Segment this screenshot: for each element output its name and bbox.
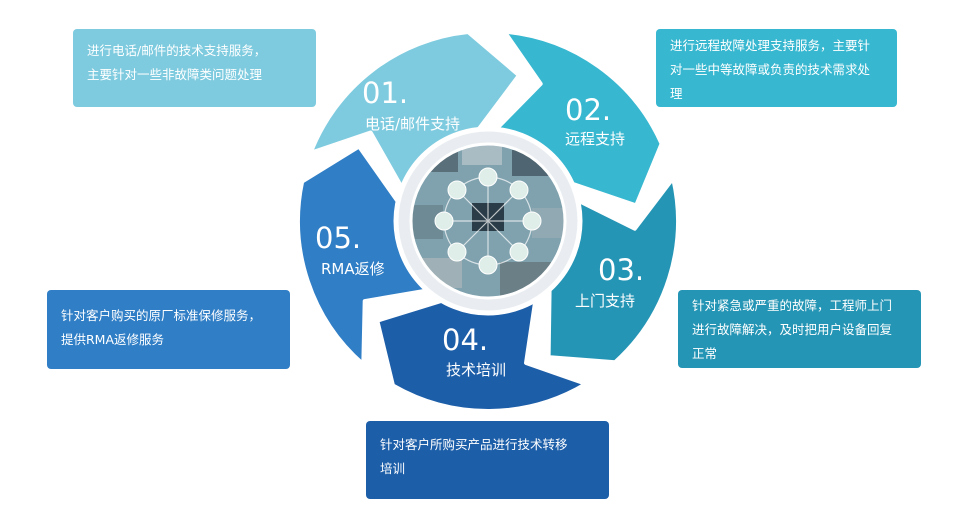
segment-number: 02.	[565, 93, 611, 127]
segment-name: 电话/邮件支持	[365, 115, 460, 133]
desc-line: 提供RMA返修服务	[61, 332, 165, 347]
segment-number: 01.	[362, 76, 408, 110]
desc-box-01: 进行电话/邮件的技术支持服务， 主要针对一些非故障类问题处理	[73, 29, 316, 107]
segment-name: 技术培训	[446, 361, 506, 379]
desc-line: 正常	[692, 346, 718, 361]
segment-number: 04.	[442, 323, 488, 357]
segment-name: RMA返修	[321, 260, 385, 278]
hub-border	[409, 142, 567, 300]
desc-line: 针对紧急或严重的故障，工程师上门	[692, 298, 893, 313]
desc-box-03: 针对紧急或严重的故障，工程师上门进行故障解决，及时把用户设备回复正常	[678, 290, 921, 368]
hub-photo-collage	[411, 144, 565, 298]
desc-box-02: 进行远程故障处理支持服务，主要针对一些中等故障或负责的技术需求处理	[656, 29, 897, 107]
desc-line: 针对客户购买的原厂标准保修服务，	[61, 308, 262, 323]
desc-line: 进行故障解决，及时把用户设备回复	[692, 322, 893, 337]
desc-line: 理	[670, 86, 683, 101]
segment-name: 上门支持	[575, 292, 635, 310]
segment-name: 远程支持	[565, 130, 625, 148]
desc-line: 对一些中等故障或负责的技术需求处	[670, 62, 871, 77]
desc-box-04: 针对客户所购买产品进行技术转移培训	[366, 421, 609, 499]
desc-line: 进行电话/邮件的技术支持服务，	[87, 43, 267, 58]
desc-line: 主要针对一些非故障类问题处理	[87, 67, 263, 82]
desc-line: 针对客户所购买产品进行技术转移	[380, 437, 568, 452]
desc-line: 培训	[380, 461, 406, 476]
hub-network-nodes	[434, 167, 542, 275]
desc-line: 进行远程故障处理支持服务，主要针	[670, 38, 871, 53]
segment-number: 03.	[598, 253, 644, 287]
segment-number: 05.	[315, 221, 361, 255]
desc-box-05: 针对客户购买的原厂标准保修服务， 提供RMA返修服务	[47, 290, 290, 369]
